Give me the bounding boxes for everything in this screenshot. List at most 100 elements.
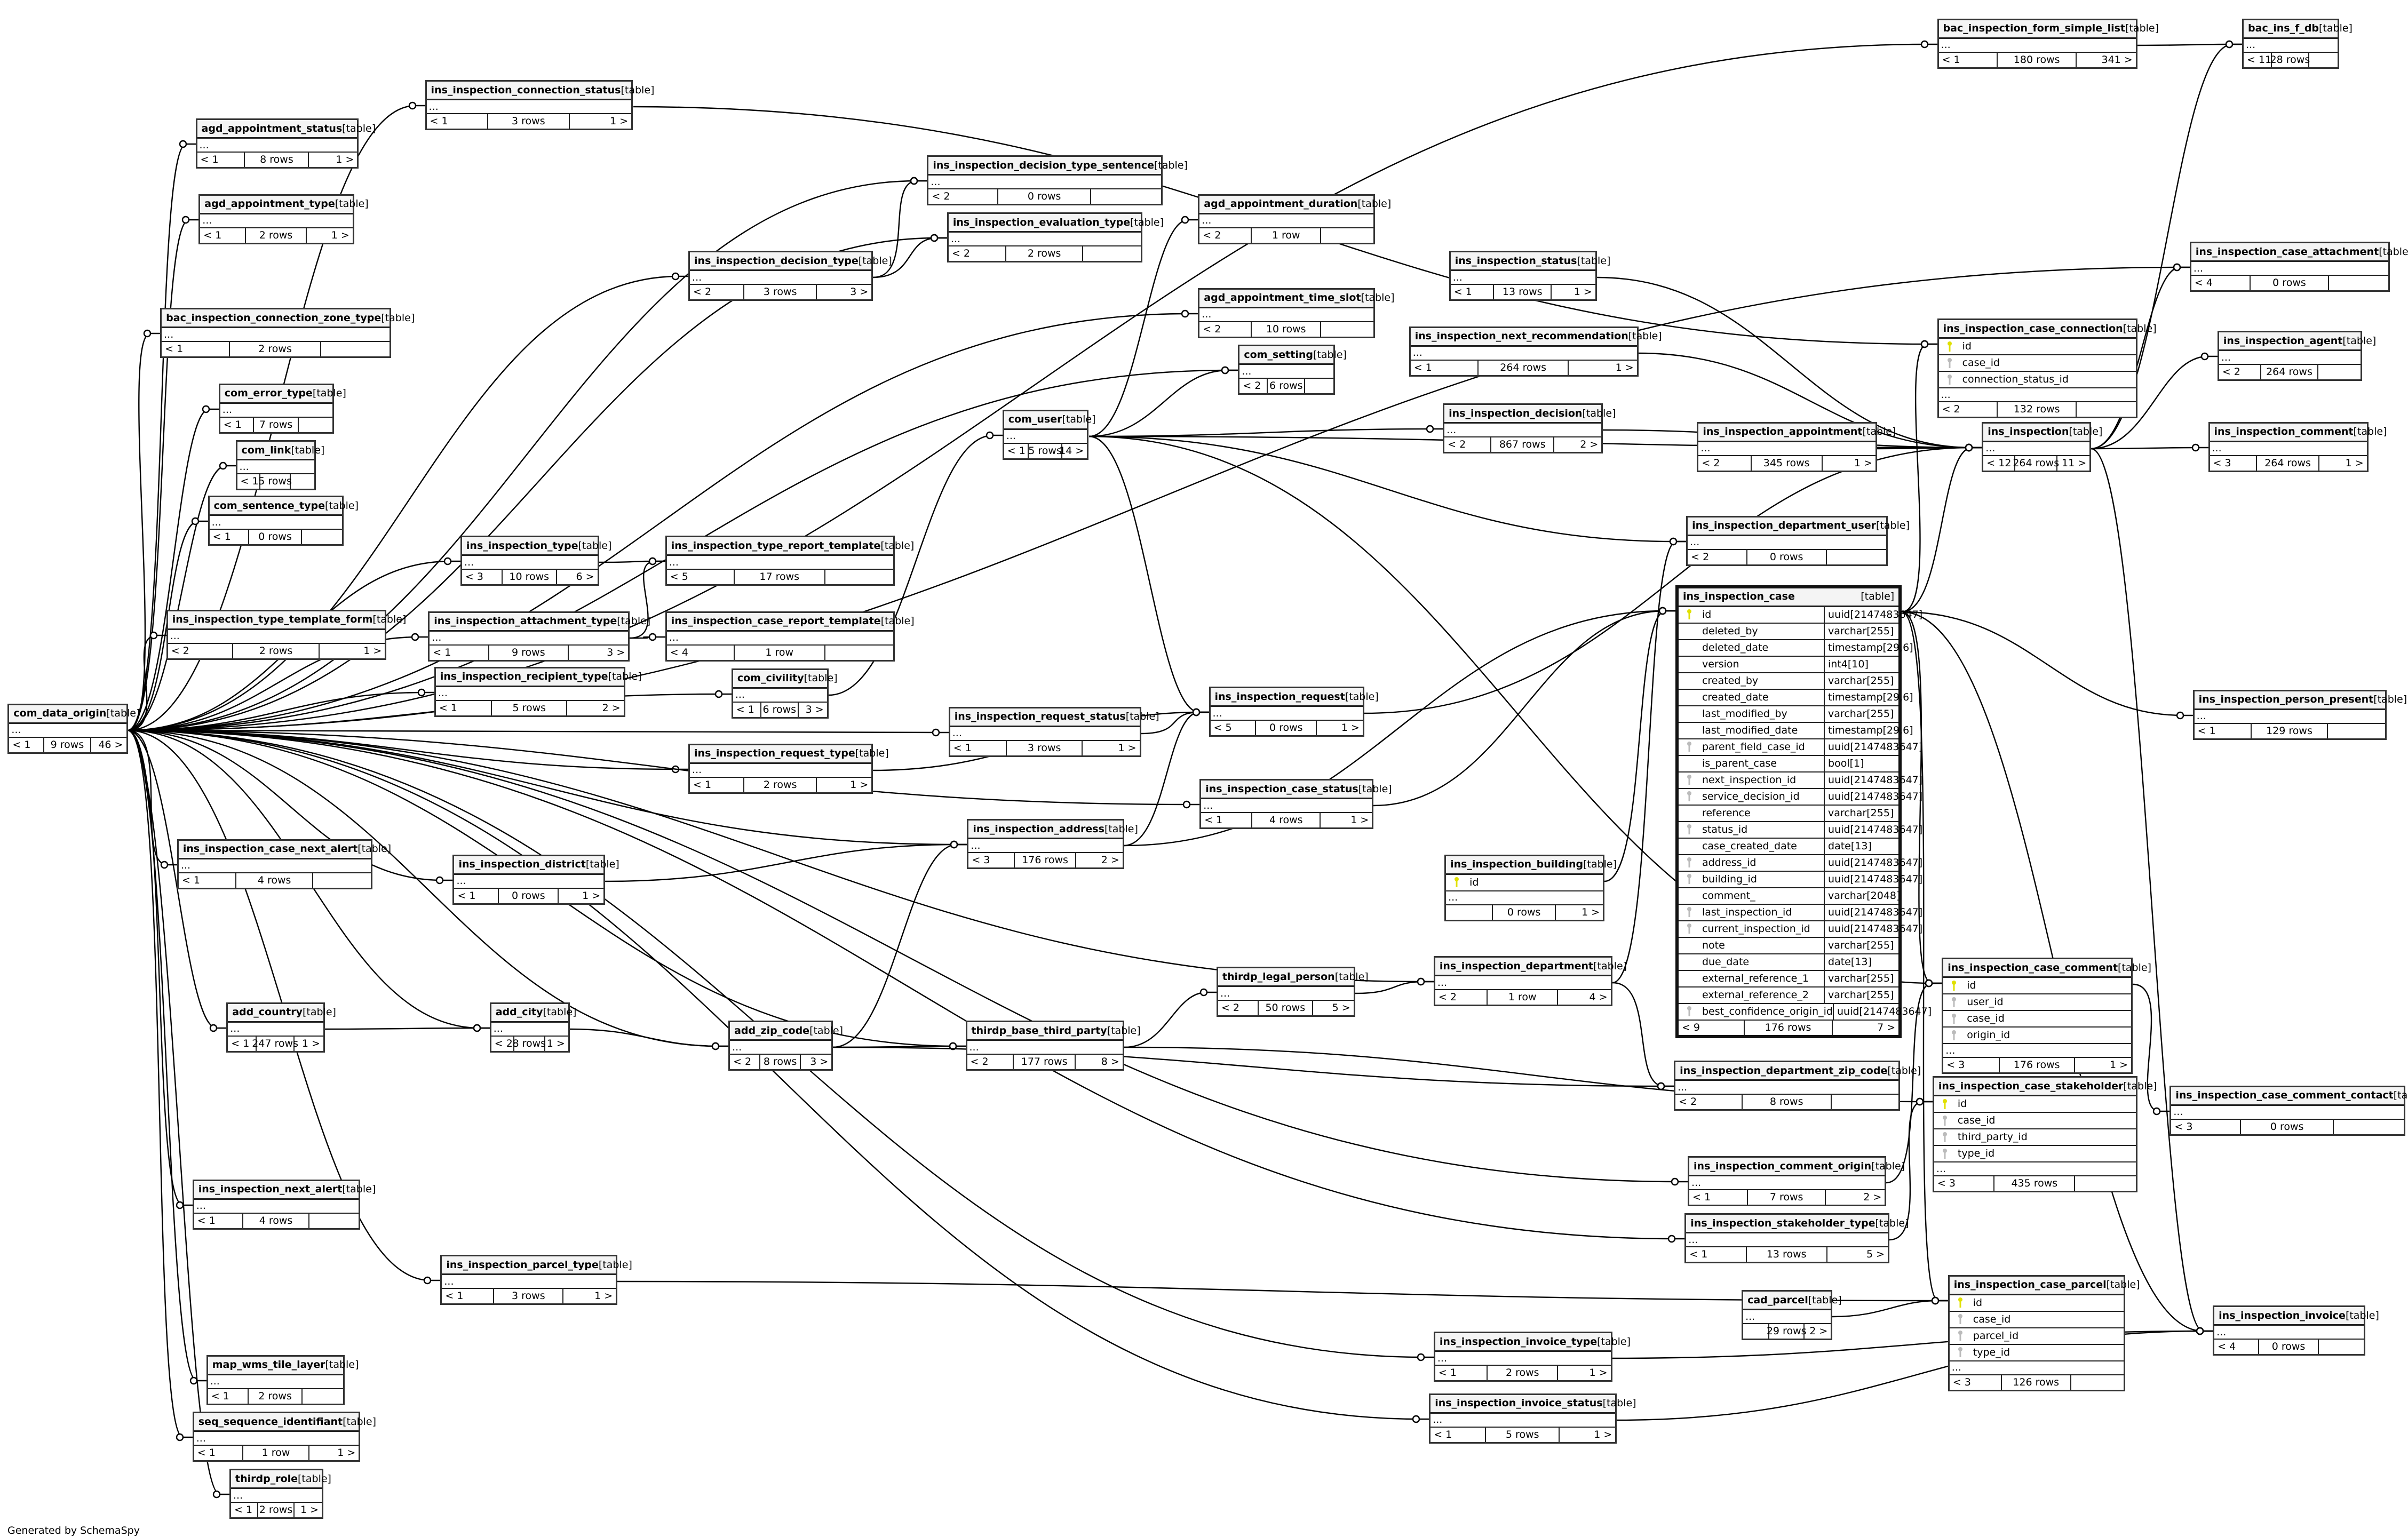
more-columns-ellipsis[interactable]: ...: [9, 724, 126, 738]
children-count[interactable]: 1 >: [331, 229, 349, 241]
more-columns-ellipsis[interactable]: ...: [967, 1041, 1123, 1055]
more-columns-ellipsis[interactable]: ...: [2214, 1326, 2364, 1340]
table-name[interactable]: ins_inspection: [1988, 426, 2069, 438]
table-name[interactable]: ins_inspection_department: [1439, 960, 1594, 972]
children-count[interactable]: [309, 1214, 359, 1228]
more-columns-ellipsis[interactable]: ...: [208, 1375, 344, 1389]
children-count[interactable]: 1 >: [582, 889, 601, 902]
column-row[interactable]: case_id: [1943, 1011, 2132, 1028]
parents-count[interactable]: < 1: [1939, 52, 1998, 67]
column-row[interactable]: origin_id: [1943, 1028, 2132, 1045]
table-name[interactable]: ins_inspection_department_zip_code: [1680, 1064, 1888, 1077]
more-columns-ellipsis[interactable]: ...: [435, 687, 624, 701]
parents-count[interactable]: < 3: [2171, 1119, 2242, 1134]
parents-count[interactable]: < 1: [1686, 1247, 1747, 1262]
children-count[interactable]: [299, 418, 332, 432]
table-ins-inspection-attachment-type[interactable]: ins_inspection_attachment_type[table]...…: [428, 611, 650, 662]
table-name[interactable]: cad_parcel: [1747, 1294, 1808, 1306]
children-count[interactable]: 5 >: [1332, 1002, 1350, 1014]
children-count[interactable]: [2077, 402, 2136, 417]
parents-count[interactable]: < 3: [462, 570, 503, 585]
children-count[interactable]: [2319, 1340, 2364, 1354]
table-name[interactable]: ins_inspection_decision_type_sentence: [933, 159, 1154, 171]
table-bac-inspection-form-simple-list[interactable]: bac_inspection_form_simple_list[table]..…: [1937, 18, 2159, 69]
table-name[interactable]: ins_inspection_case_parcel: [1953, 1279, 2107, 1291]
parents-count[interactable]: < 11: [2244, 52, 2272, 67]
table-name[interactable]: bac_inspection_form_simple_list: [1943, 22, 2126, 35]
table-bac-inspection-connection-zone-type[interactable]: bac_inspection_connection_zone_type[tabl…: [160, 308, 415, 359]
parents-count[interactable]: < 1: [162, 342, 231, 357]
more-columns-ellipsis[interactable]: ...: [1218, 987, 1354, 1001]
parents-count[interactable]: < 3: [2210, 456, 2257, 471]
parents-count[interactable]: < 1: [228, 1036, 257, 1051]
table-name[interactable]: ins_inspection_case_status: [1205, 783, 1358, 795]
parents-count[interactable]: < 1: [442, 1289, 495, 1304]
table-name[interactable]: ins_inspection_comment: [2214, 426, 2354, 438]
more-columns-ellipsis[interactable]: ...: [168, 630, 385, 644]
parents-count[interactable]: < 1: [427, 114, 488, 129]
parents-count[interactable]: < 2: [2219, 365, 2262, 380]
more-columns-ellipsis[interactable]: ...: [1431, 1414, 1616, 1428]
table-ins-inspection-case-report-template[interactable]: ins_inspection_case_report_template[tabl…: [665, 611, 915, 662]
column-row[interactable]: parcel_id: [1949, 1328, 2124, 1345]
column-row[interactable]: id: [1938, 339, 2136, 356]
more-columns-ellipsis[interactable]: ...: [491, 1023, 568, 1037]
table-name[interactable]: com_error_type: [224, 387, 313, 400]
table-name[interactable]: ins_inspection_case_comment: [1948, 961, 2118, 974]
table-name[interactable]: bac_ins_f_db: [2248, 22, 2319, 35]
more-columns-ellipsis[interactable]: ...: [1689, 1176, 1885, 1191]
more-columns-ellipsis[interactable]: ...: [1675, 1081, 1899, 1095]
more-columns-ellipsis[interactable]: ...: [462, 556, 598, 570]
table-ins-inspection-invoice-status[interactable]: ins_inspection_invoice_status[table]...<…: [1429, 1393, 1636, 1444]
children-count[interactable]: [2071, 1375, 2124, 1390]
table-name[interactable]: ins_inspection_type: [466, 539, 578, 552]
parents-count[interactable]: [1743, 1324, 1770, 1339]
table-name[interactable]: ins_inspection_type_template_form: [172, 614, 373, 626]
parents-count[interactable]: < 2: [1199, 322, 1252, 337]
table-name[interactable]: ins_inspection_comment_origin: [1694, 1160, 1872, 1172]
children-count[interactable]: 6 >: [576, 571, 594, 583]
children-count[interactable]: 7 >: [1877, 1021, 1896, 1033]
column-row[interactable]: third_party_id: [1934, 1129, 2136, 1146]
column-row[interactable]: id: [1949, 1295, 2124, 1312]
parents-count[interactable]: < 4: [2214, 1340, 2260, 1355]
more-columns-ellipsis[interactable]: ...: [194, 1200, 359, 1214]
parents-count[interactable]: < 1: [950, 740, 1007, 755]
table-name[interactable]: ins_inspection_request: [1214, 690, 1345, 703]
table-name[interactable]: ins_inspection_decision: [1449, 407, 1583, 419]
more-columns-ellipsis[interactable]: ...: [209, 516, 342, 530]
children-count[interactable]: [2328, 724, 2385, 738]
children-count[interactable]: 1 >: [1118, 742, 1137, 754]
table-name[interactable]: ins_inspection_parcel_type: [446, 1259, 599, 1271]
children-count[interactable]: 3 >: [810, 1056, 829, 1068]
children-count[interactable]: 11 >: [2062, 457, 2087, 469]
table-name[interactable]: ins_inspection_status: [1455, 254, 1577, 267]
children-count[interactable]: [2329, 276, 2388, 290]
parents-count[interactable]: < 1: [1689, 1190, 1748, 1205]
table-name[interactable]: ins_inspection_decision_type: [694, 254, 859, 267]
table-ins-inspection-connection-status[interactable]: ins_inspection_connection_status[table].…: [425, 80, 654, 131]
column-row[interactable]: user_id: [1943, 994, 2132, 1012]
parents-count[interactable]: < 1: [733, 702, 761, 717]
table-name[interactable]: ins_inspection_next_alert: [198, 1183, 343, 1196]
table-ins-inspection-stakeholder-type[interactable]: ins_inspection_stakeholder_type[table]..…: [1684, 1213, 1909, 1264]
children-count[interactable]: 1 >: [1594, 1428, 1612, 1440]
more-columns-ellipsis[interactable]: ...: [730, 1041, 832, 1055]
parents-count[interactable]: < 1: [210, 530, 249, 545]
children-count[interactable]: 1 >: [1350, 814, 1369, 826]
parents-count[interactable]: < 1: [1411, 360, 1479, 375]
